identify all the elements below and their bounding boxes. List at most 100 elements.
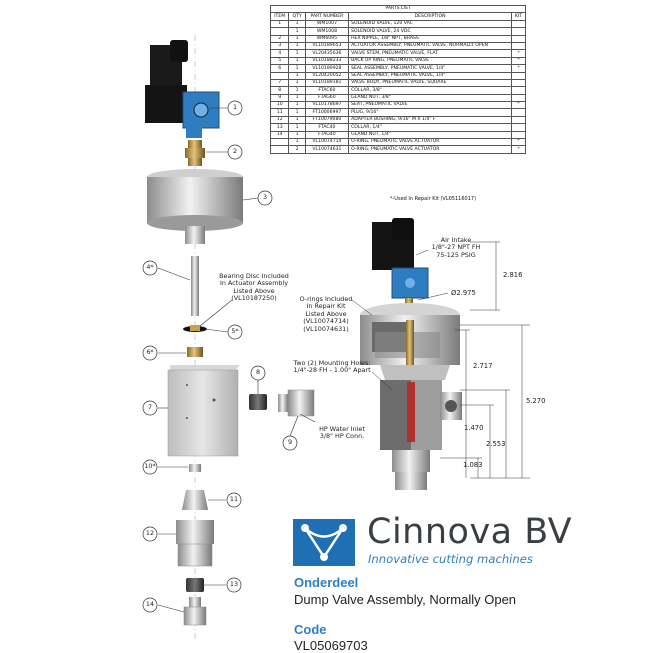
parts-list-cell: COLLAR, 3/8": [348, 86, 512, 95]
parts-list-cell: VL10074714: [304, 138, 350, 147]
dim-diameter: Ø2.975: [451, 289, 476, 297]
parts-list-cell: VALVE STEM, PNEUMATIC VALVE, FLAT: [348, 49, 512, 58]
code-value: VL05069703: [294, 638, 368, 653]
parts-list-cell: *: [511, 138, 526, 147]
hp-inlet-note: HP Water Inlet 3/8" HP Conn.: [319, 425, 365, 441]
parts-list-cell: *: [511, 49, 526, 58]
parts-list-cell: 1: [288, 78, 306, 88]
bearing-disc-note: Bearing Disc Included In Actuator Assemb…: [219, 272, 289, 303]
plug-part: [182, 490, 208, 510]
callout-5: 5*: [231, 327, 239, 335]
parts-list-cell: VL10189653: [304, 41, 350, 51]
air-intake-note: Air Intake 1/8"-27 NPT FH 75-125 PSIG: [431, 236, 481, 259]
parts-list-cell: SEAT, PNEUMATIC VALVE: [348, 101, 512, 110]
callout-6: 6*: [146, 348, 154, 356]
parts-list-cell: *: [511, 101, 526, 110]
part-label: Onderdeel: [294, 575, 359, 590]
parts-list-cell: SOLENOID VALVE, 24 VDC: [348, 27, 512, 36]
parts-list-cell: FTAG60: [304, 93, 350, 103]
parts-list-cell: 2: [269, 34, 290, 43]
callout-13: 13: [229, 580, 239, 588]
parts-list-cell: FT10006997: [304, 108, 350, 117]
code-label: Code: [294, 622, 327, 637]
parts-list-cell: 1: [288, 19, 306, 29]
leader-lines: [157, 107, 316, 613]
dim-1083: 1.083: [463, 461, 483, 469]
parts-list-header-cell: ITEM: [269, 12, 290, 21]
parts-list-cell: ADAPTER BUSHING, 9/16" M X 1/4" F: [348, 115, 512, 125]
parts-list-cell: VALVE BODY, PNEUMATIC VALVE, SQUARE: [348, 78, 512, 88]
parts-list-cell: 2: [288, 145, 306, 154]
parts-list-cell: VL20435636: [304, 49, 350, 58]
hex-nipple-part: [185, 140, 205, 166]
parts-list-cell: 1: [288, 93, 306, 103]
callout-circles: [142, 100, 298, 613]
parts-list-cell: [511, 71, 526, 80]
parts-list-cell: 1: [288, 34, 306, 43]
parts-list-cell: FTAC40: [304, 123, 350, 132]
parts-list-cell: GLAND NUT, 3/8": [348, 93, 512, 103]
parts-list-cell: [511, 27, 526, 36]
parts-list-cell: VL10188233: [304, 56, 350, 66]
parts-list-cell: ACTUATOR ASSEMBLY, PNEUMATIC VALVE, NORM…: [348, 41, 512, 51]
collar-quarter-part: [186, 578, 204, 592]
parts-list-cell: *: [511, 56, 526, 66]
gland-nut-quarter-part: [183, 597, 207, 626]
parts-list-cell: GLAND NUT, 1/4": [348, 130, 512, 140]
callout-2: 2: [232, 147, 238, 155]
parts-list-cell: 6: [269, 64, 290, 73]
parts-list-cell: 1: [288, 27, 306, 36]
adapter-bushing-part: [176, 520, 214, 567]
parts-list-cell: 11: [269, 108, 290, 117]
parts-list-cell: O-RING, PNEUMATIC VALVE ACTUATOR: [348, 145, 512, 154]
collar-part: [249, 394, 267, 410]
callout-4: 4*: [146, 263, 154, 271]
seat-part: [188, 464, 202, 472]
parts-list-cell: VL10189181: [304, 78, 350, 88]
dimension-lines: [351, 241, 530, 479]
parts-list-cell: HEX NIPPLE, 1/8" NPT, BRASS: [348, 34, 512, 43]
seal-assembly-part: [187, 347, 203, 357]
dim-2717: 2.717: [473, 362, 493, 370]
parts-list-cell: [511, 78, 526, 88]
parts-list-cell: 12: [269, 115, 290, 125]
valve-stem-part: [191, 256, 199, 316]
callout-9: 9: [287, 438, 293, 446]
dim-2816: 2.816: [503, 271, 523, 279]
parts-list-cell: [511, 41, 526, 51]
parts-list-cell: [269, 71, 290, 80]
parts-list-title: PARTS LIST: [270, 4, 526, 14]
parts-list-cell: [511, 130, 526, 140]
parts-list-cell: VL20420052: [304, 71, 350, 80]
logo-graphic: [293, 519, 355, 566]
callout-12: 12: [145, 529, 155, 537]
parts-list-cell: 8: [269, 86, 290, 95]
callout-11: 11: [229, 495, 239, 503]
parts-list-cell: [269, 145, 290, 154]
parts-list-cell: WM1008: [304, 27, 350, 36]
parts-list-cell: 14: [269, 130, 290, 140]
parts-list-cell: 1: [288, 64, 306, 73]
parts-list-cell: 1: [269, 19, 290, 29]
parts-list-cell: BACK UP RING, PNEUMATIC VALVE: [348, 56, 512, 66]
parts-list-cell: O-RING, PNEUMATIC VALVE ACTUATOR: [348, 138, 512, 147]
parts-list-cell: PLUG, 9/16": [348, 108, 512, 117]
section-view: [360, 218, 462, 490]
parts-list-cell: VL10178697: [304, 101, 350, 110]
callout-14: 14: [145, 600, 155, 608]
repair-kit-footnote: *-Used In Repair Kit (VL05116017): [390, 196, 477, 202]
parts-list-cell: FT10079080: [304, 115, 350, 125]
parts-list-cell: 1: [288, 41, 306, 51]
parts-list-cell: SOLENOID VALVE, 120 VAC: [348, 19, 512, 29]
